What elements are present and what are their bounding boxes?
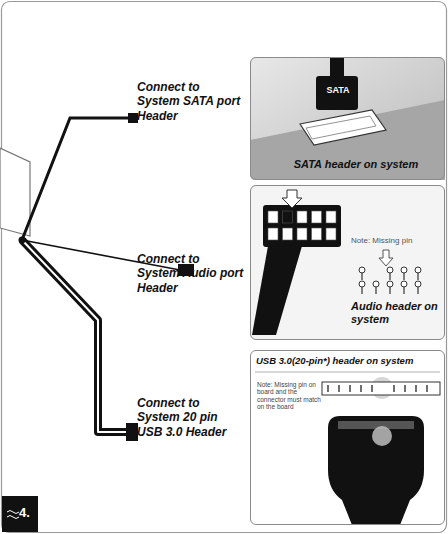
header-pin — [327, 385, 328, 392]
header-pin — [371, 385, 372, 392]
illustration-panel: SATA SATA header on system — [250, 57, 445, 180]
header-pin — [359, 281, 365, 294]
usb-plug — [126, 423, 138, 441]
illustration-panel: USB 3.0(20-pin*) header on systemNote: M… — [250, 350, 445, 525]
pin-hole — [297, 228, 307, 240]
header-pin — [426, 385, 427, 392]
panel-title: USB 3.0(20-pin*) header on system — [256, 356, 442, 367]
pin-hole — [312, 211, 322, 223]
sata-cable — [22, 118, 130, 240]
note-text: Note: Missing pin — [351, 236, 443, 245]
step-number: 4. — [19, 506, 37, 521]
housing — [0, 148, 30, 236]
pin-hole — [326, 228, 336, 240]
header-pin — [373, 281, 379, 294]
panel-caption: SATA header on system — [281, 158, 431, 171]
header-pin — [359, 267, 365, 280]
pin-hole — [268, 211, 278, 223]
usb-connector-face — [338, 421, 414, 429]
board — [250, 100, 445, 180]
cable-label: Connect to System Audio port Header — [137, 252, 245, 295]
sata-connector — [316, 76, 358, 110]
sata-slot — [306, 116, 376, 139]
audio-wire — [252, 246, 302, 335]
header-pin — [415, 385, 416, 392]
pin-hole — [312, 228, 322, 240]
header-pin — [349, 385, 350, 392]
usb-cable — [22, 240, 128, 432]
step-badge — [2, 496, 38, 532]
pointer-arrow — [379, 250, 393, 266]
sata-plug — [128, 113, 138, 123]
header-pin — [360, 385, 361, 392]
illustration-panel: Note: Missing pinAudio header on system — [250, 185, 445, 340]
pin-hole — [297, 211, 307, 223]
usb-header — [322, 382, 440, 395]
header-pin — [415, 267, 421, 280]
sata-header — [300, 110, 386, 145]
step-badge: 4. — [2, 496, 38, 532]
header-pin — [401, 267, 407, 280]
usb-connector — [328, 416, 424, 525]
pointer-arrow — [282, 190, 302, 208]
connector-marking: SATA — [317, 85, 359, 95]
audio-connector — [263, 205, 341, 247]
cable-label: Connect to System SATA port Header — [137, 80, 245, 123]
pin-hole — [268, 228, 278, 240]
panel-caption: Audio header on system — [351, 300, 439, 325]
pin-hole — [283, 211, 293, 223]
header-pin — [387, 281, 393, 294]
pin-hole — [326, 211, 336, 223]
header-pin — [404, 385, 405, 392]
cable-label: Connect to System 20 pin USB 3.0 Header — [137, 396, 245, 439]
title-rule — [255, 372, 440, 373]
panel-ground — [250, 350, 445, 525]
note-text: Note: Missing pin on board and the conne… — [257, 381, 321, 411]
panel-ground — [250, 185, 445, 340]
usb-cable-stripe — [22, 240, 128, 432]
step-icon — [7, 511, 19, 519]
panel-ground — [250, 57, 445, 180]
header-pin — [387, 267, 393, 280]
header-pin — [401, 281, 407, 294]
sata-wire — [330, 57, 344, 79]
header-pin — [393, 385, 394, 392]
highlight-circle — [372, 426, 392, 446]
header-pin — [338, 385, 339, 392]
pin-hole — [283, 228, 293, 240]
cable-junction — [19, 237, 26, 244]
header-pin — [415, 281, 421, 294]
